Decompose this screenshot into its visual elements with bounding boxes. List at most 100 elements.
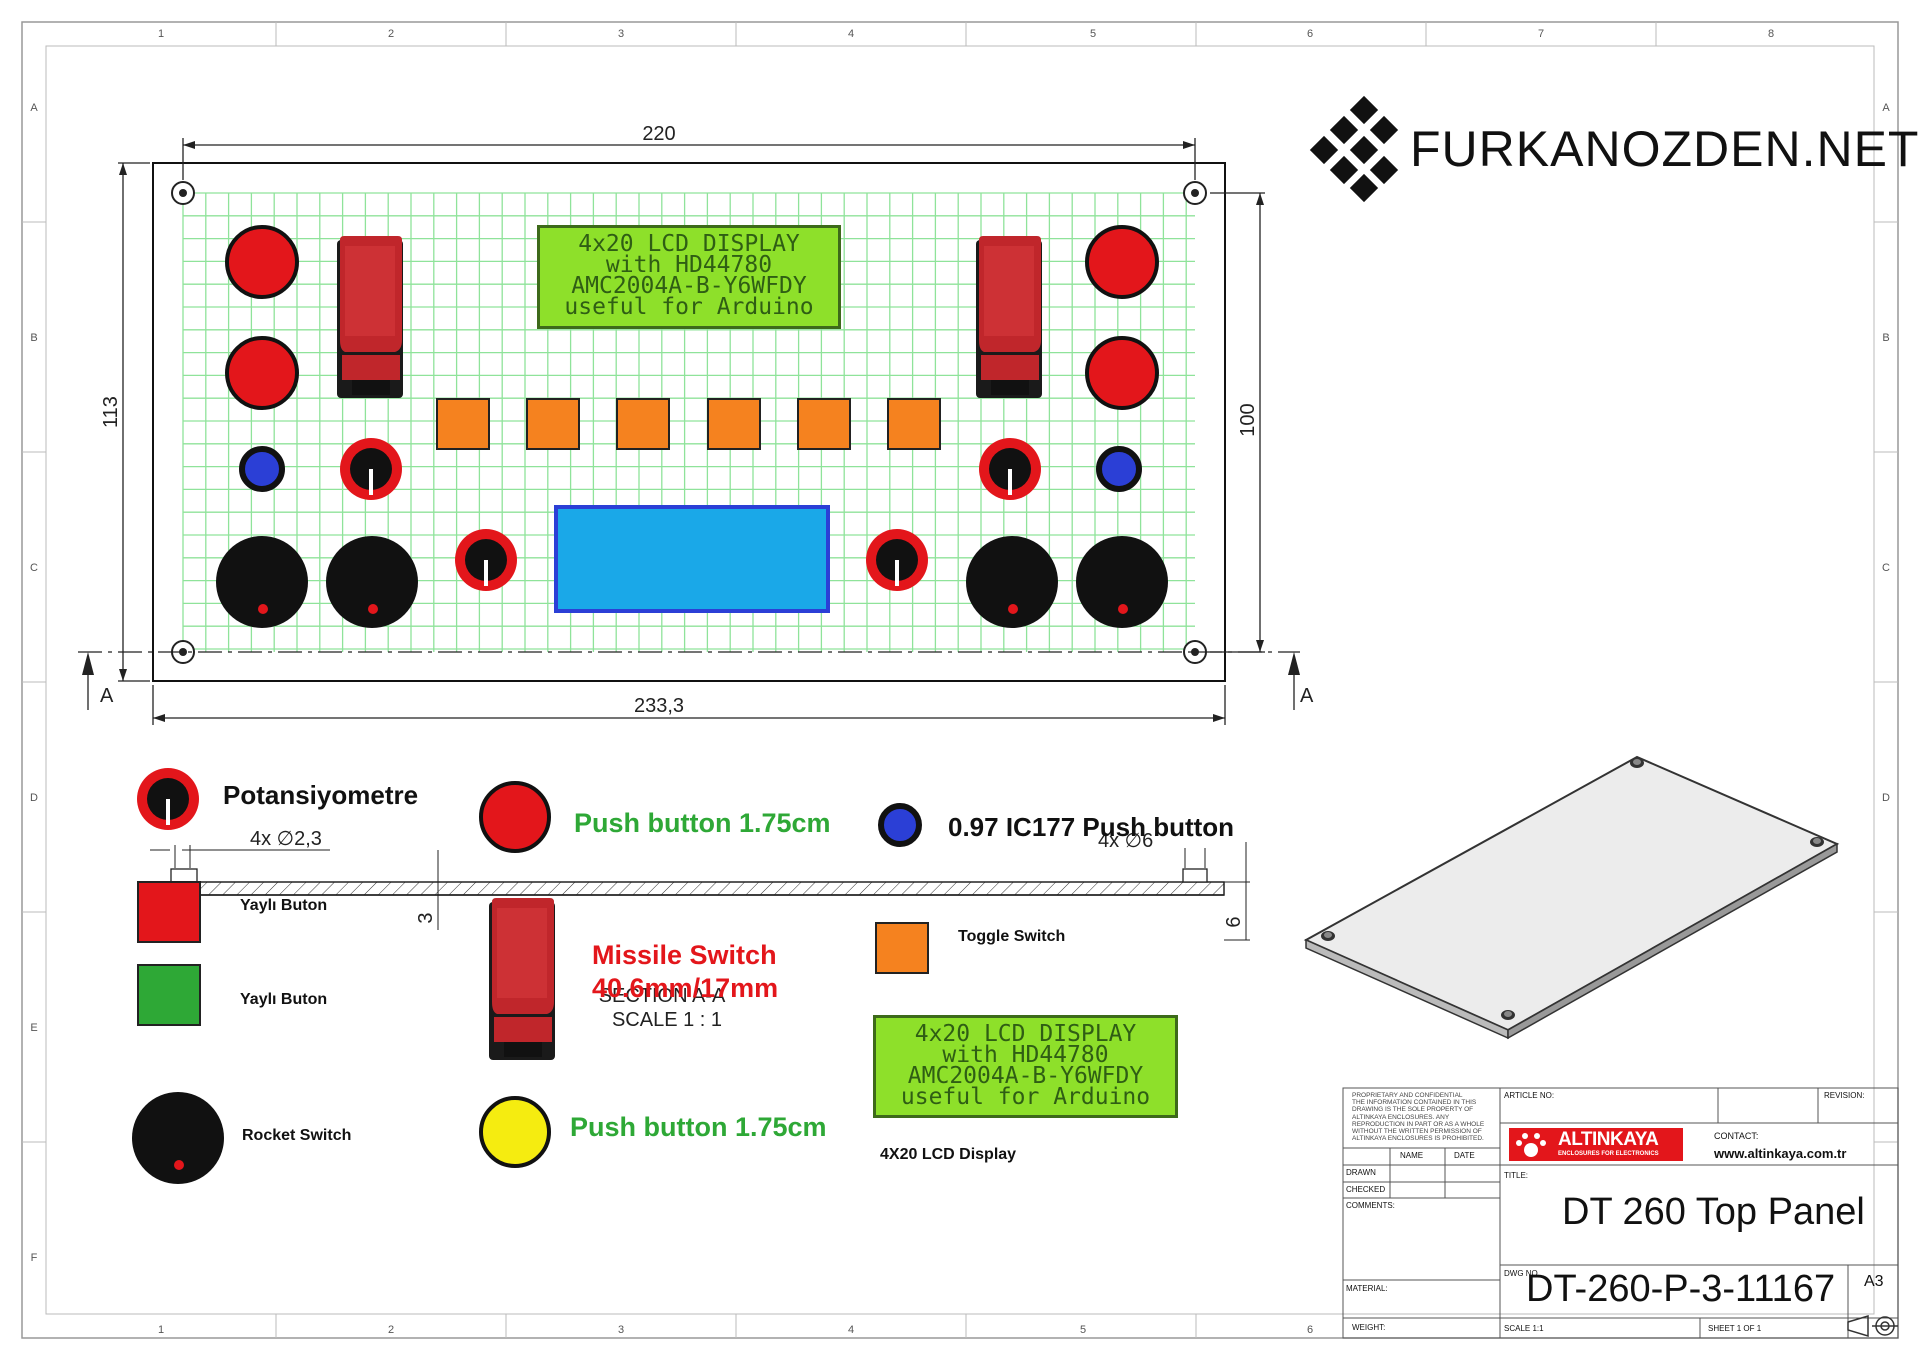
rocket-switch-icon [1076, 536, 1168, 628]
row-label: C [30, 562, 38, 574]
tb-dwg-no-label: DWG NO. [1504, 1269, 1540, 1278]
lcd-line: useful for Arduino [564, 294, 814, 320]
legend-potentiometer-icon [137, 768, 199, 830]
row-label: F [31, 1252, 38, 1264]
row-label: C [1882, 562, 1890, 574]
hole-dim-right: 4x ∅6 [1098, 830, 1153, 852]
col-label: 4 [848, 1324, 854, 1336]
tb-proprietary: PROPRIETARY AND CONFIDENTIAL THE INFORMA… [1352, 1092, 1485, 1143]
tb-sheet: SHEET 1 OF 1 [1708, 1324, 1762, 1333]
blue-push-button-icon [239, 446, 285, 492]
title-block-grid [1342, 1087, 1899, 1339]
legend-lcd-caption: 4X20 LCD Display [880, 1146, 1017, 1163]
col-label: 6 [1307, 1324, 1313, 1336]
red-push-button-icon [1085, 225, 1159, 299]
row-label: A [1882, 102, 1890, 114]
tb-comments: COMMENTS: [1346, 1201, 1395, 1210]
lcd-line: 4x20 LCD DISPLAY [914, 1021, 1137, 1047]
tb-company: ALTINKAYA [1558, 1129, 1659, 1150]
zone-labels: 1 2 3 4 5 6 7 8 1 2 3 4 5 6 A B C D E F … [30, 28, 1890, 1336]
rocket-switch-icon [966, 536, 1058, 628]
tb-dwg-no: DT-260-P-3-11167 [1526, 1268, 1836, 1310]
legend-red-spring-button-icon [137, 881, 201, 943]
dimension-arrows [82, 141, 1300, 722]
col-label: 6 [1307, 28, 1313, 40]
legend-potentiometer-label: Potansiyometre [223, 780, 419, 810]
zone-ticks [22, 22, 1898, 1338]
diamond-grid-logo-icon [1309, 95, 1399, 203]
toggle-switch-icon [526, 398, 580, 450]
row-label: E [30, 1022, 37, 1034]
legend-rocket-label: Rocket Switch [242, 1127, 352, 1144]
tb-weight: WEIGHT: [1352, 1323, 1386, 1332]
tb-title: DT 260 Top Panel [1562, 1191, 1865, 1233]
col-label: 5 [1080, 1324, 1086, 1336]
potentiometer-icon [866, 529, 928, 591]
lcd-line: AMC2004A-B-Y6WFDY [571, 273, 807, 299]
lcd-line: AMC2004A-B-Y6WFDY [907, 1063, 1144, 1089]
tb-contact: www.altinkaya.com.tr [1714, 1146, 1847, 1161]
projection-symbol-icon [1847, 1314, 1898, 1338]
panel-red-buttons [225, 225, 1159, 410]
section-marker-right: A [1300, 685, 1314, 707]
rocket-switch-icon [216, 536, 308, 628]
col-label: 5 [1090, 28, 1096, 40]
red-push-button-icon [225, 225, 299, 299]
red-push-button-icon [1085, 336, 1159, 410]
panel-blue-buttons [239, 446, 1142, 492]
tb-company-sub: ENCLOSURES FOR ELECTRONICS [1558, 1151, 1659, 1157]
legend-missile-switch-icon [489, 898, 555, 1060]
isometric-panel-view [1303, 755, 1840, 1040]
legend-toggle-switch-icon [875, 922, 929, 974]
dimension-lines [78, 138, 1300, 725]
tb-scale: SCALE 1:1 [1504, 1324, 1544, 1333]
altinkaya-logo-icon [1509, 1128, 1683, 1161]
dim-width-holes: 220 [642, 123, 675, 145]
outer-border [21, 21, 1899, 1339]
screw-icon [1630, 758, 1644, 768]
row-label: B [1882, 332, 1889, 344]
tb-date: DATE [1454, 1151, 1475, 1160]
tb-contact-label: CONTACT: [1714, 1131, 1759, 1141]
tb-title-label: TITLE: [1504, 1171, 1529, 1180]
col-label: 3 [618, 1324, 624, 1336]
legend-toggle-label: Toggle Switch [958, 928, 1066, 945]
tb-drawn: DRAWN [1346, 1168, 1376, 1177]
toggle-switch-icon [887, 398, 941, 450]
row-label: B [30, 332, 37, 344]
tb-material: MATERIAL: [1346, 1284, 1388, 1293]
col-label: 4 [848, 28, 854, 40]
potentiometer-icon [979, 438, 1041, 500]
row-label: D [30, 792, 38, 804]
lcd-line: useful for Arduino [900, 1084, 1151, 1110]
legend-lcd-display: 4x20 LCD DISPLAY with HD44780 AMC2004A-B… [873, 1015, 1178, 1118]
legend-green-spring-button-icon [137, 964, 201, 1026]
lcd-line: 4x20 LCD DISPLAY [578, 231, 800, 257]
legend-red-push-button-icon [479, 781, 551, 853]
potentiometer-icon [340, 438, 402, 500]
section-view [150, 842, 1250, 941]
red-push-button-icon [225, 336, 299, 410]
section-scale: SCALE 1 : 1 [612, 1009, 722, 1031]
legend-yellow-push-button-icon [479, 1096, 551, 1168]
legend-push-yellow-label: Push button 1.75cm [570, 1112, 827, 1142]
rocket-switch-icon [326, 536, 418, 628]
col-label: 7 [1538, 28, 1544, 40]
brand-name: FURKANOZDEN.NET [1410, 121, 1920, 177]
screw-icon [1321, 931, 1335, 941]
tb-size: A3 [1864, 1273, 1884, 1290]
lcd-line: with HD44780 [942, 1042, 1109, 1068]
toggle-switch-icon [707, 398, 761, 450]
tb-revision: REVISION: [1824, 1091, 1865, 1100]
legend-yayli-red-label: Yaylı Buton [240, 897, 328, 914]
section-title: SECTION A-A [599, 985, 726, 1007]
panel-lcd-display: 4x20 LCD DISPLAY with HD44780 AMC2004A-B… [537, 225, 841, 329]
potentiometer-icon [455, 529, 517, 591]
col-label: 2 [388, 1324, 394, 1336]
toggle-switch-icon [436, 398, 490, 450]
tb-article-no: ARTICLE NO: [1504, 1091, 1555, 1100]
panel-rocket-switches [216, 536, 1168, 628]
inner-border [45, 45, 1875, 1315]
legend-push-red-label: Push button 1.75cm [574, 808, 831, 838]
